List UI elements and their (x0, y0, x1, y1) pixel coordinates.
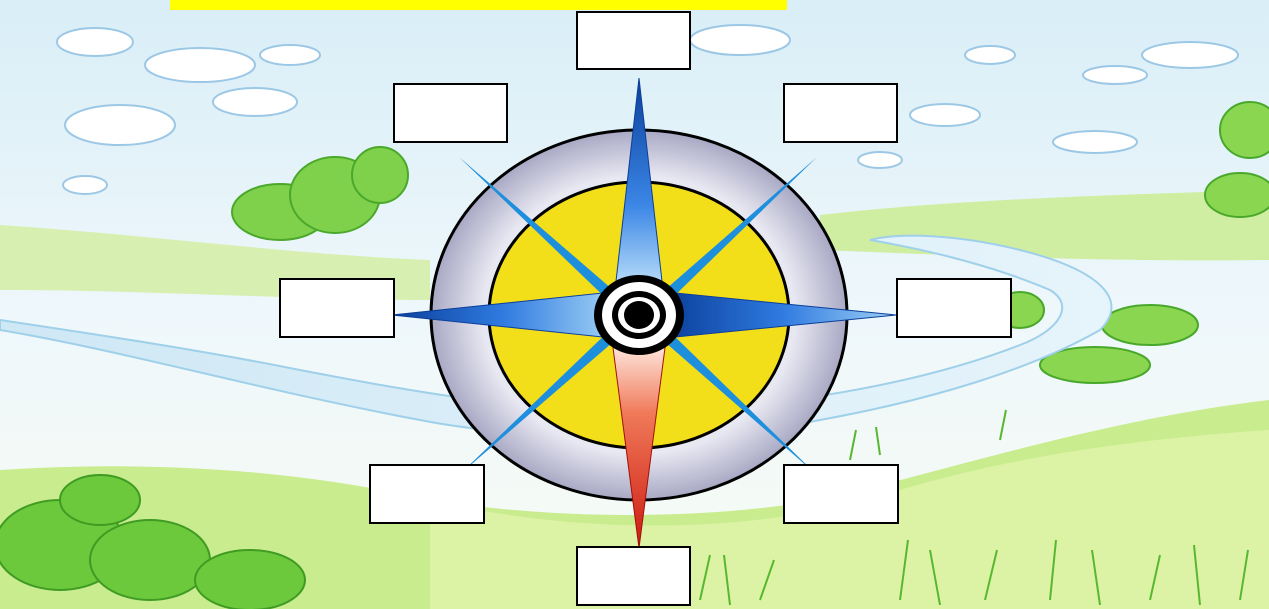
direction-box-north-west[interactable] (393, 83, 508, 143)
direction-box-south[interactable] (576, 546, 691, 606)
title-highlight (170, 0, 787, 10)
direction-box-east[interactable] (896, 278, 1012, 338)
direction-box-south-east[interactable] (783, 464, 899, 524)
direction-box-south-west[interactable] (369, 464, 485, 524)
direction-box-west[interactable] (279, 278, 395, 338)
compass-center-dot (624, 301, 654, 329)
direction-box-north-east[interactable] (783, 83, 898, 143)
direction-box-north[interactable] (576, 11, 691, 70)
